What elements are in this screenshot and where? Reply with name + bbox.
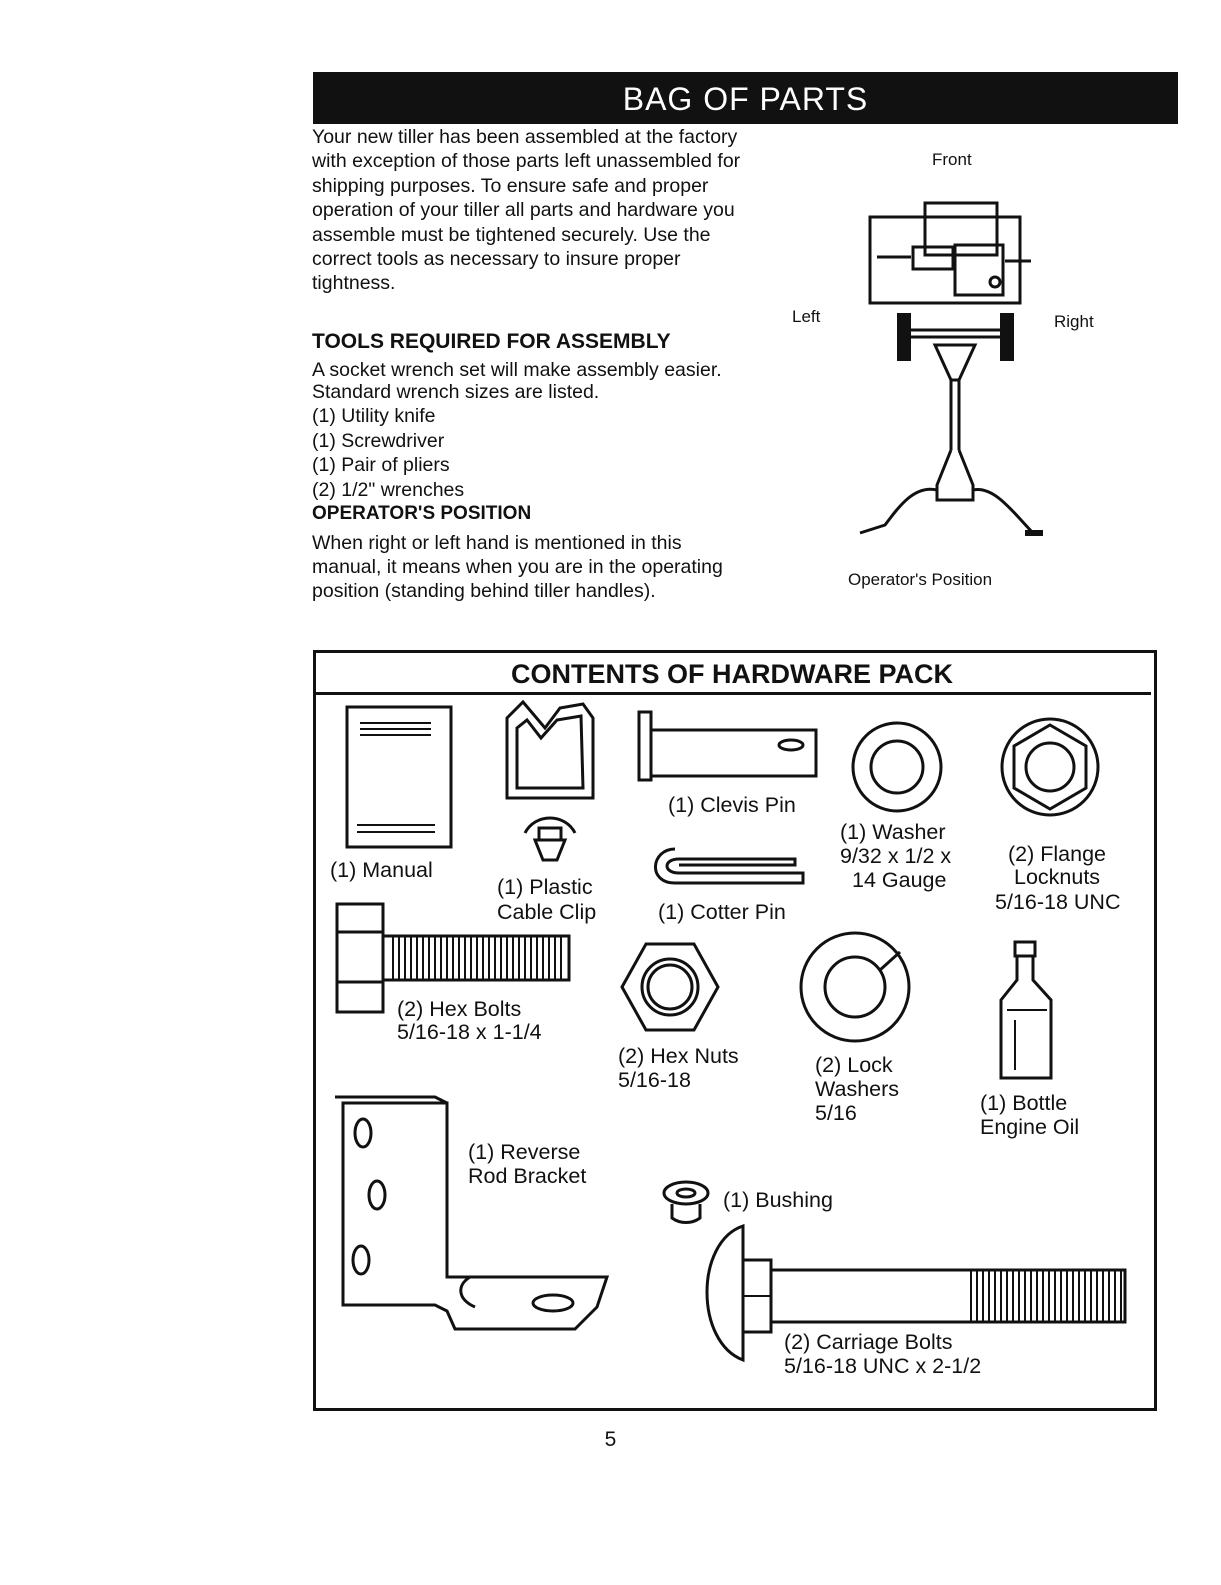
washer-icon — [851, 721, 943, 813]
engine-oil-bottle-icon — [999, 940, 1053, 1080]
list-item: (2) 1/2" wrenches — [312, 478, 465, 501]
hex-nuts-label-2: 5/16-18 — [618, 1068, 691, 1092]
reverse-rod-bracket-label-1: (1) Reverse — [468, 1140, 581, 1164]
washer-label-1: (1) Washer — [840, 820, 946, 844]
hex-bolt-icon — [335, 902, 571, 1014]
tools-heading: TOOLS REQUIRED FOR ASSEMBLY — [312, 330, 671, 353]
page-title: BAG OF PARTS — [622, 81, 869, 117]
clevis-pin-label: (1) Clevis Pin — [668, 793, 796, 817]
lock-washers-label-2: Washers — [815, 1077, 900, 1101]
engine-oil-label-2: Engine Oil — [980, 1115, 1080, 1139]
flange-locknuts-label-3: 5/16-18 UNC — [995, 890, 1121, 914]
diagram-left-label: Left — [792, 307, 821, 326]
cotter-pin-label: (1) Cotter Pin — [658, 900, 786, 924]
lock-washers-label-1: (2) Lock — [815, 1053, 893, 1077]
carriage-bolt-icon — [705, 1223, 1127, 1363]
tiller-diagram-icon — [859, 201, 1043, 537]
cable-clip-label-2: Cable Clip — [497, 900, 597, 924]
hardware-pack-title: CONTENTS OF HARDWARE PACK — [313, 652, 1151, 695]
cable-clip-label-1: (1) Plastic — [497, 875, 593, 899]
engine-oil-label-1: (1) Bottle — [980, 1091, 1068, 1115]
lock-washers-label-3: 5/16 — [815, 1101, 857, 1125]
diagram-right-label: Right — [1054, 312, 1094, 331]
flange-locknut-icon — [1000, 717, 1100, 817]
diagram-front-label: Front — [932, 150, 972, 169]
washer-label-3: 14 Gauge — [852, 868, 947, 892]
tools-intro: A socket wrench set will make assembly e… — [312, 359, 722, 403]
list-item: (1) Screwdriver — [312, 429, 445, 452]
page-number: 5 — [604, 1428, 617, 1451]
cotter-pin-icon — [654, 847, 805, 885]
hex-nut-icon — [620, 942, 720, 1032]
plastic-cable-clip-icon — [505, 699, 595, 862]
reverse-rod-bracket-icon — [335, 1095, 610, 1331]
flange-locknuts-label-1: (2) Flange — [1008, 842, 1106, 866]
manual-icon — [345, 705, 453, 849]
list-item: (1) Pair of pliers — [312, 454, 450, 476]
hex-bolts-label-1: (2) Hex Bolts — [397, 997, 522, 1021]
hardware-pack-box — [313, 650, 1157, 1411]
operator-paragraph: When right or left hand is mentioned in … — [312, 532, 723, 602]
page-banner: BAG OF PARTS — [313, 72, 1178, 124]
lock-washer-icon — [799, 931, 911, 1043]
bushing-icon — [662, 1180, 710, 1224]
operator-heading: OPERATOR'S POSITION — [312, 503, 532, 524]
carriage-bolts-label-2: 5/16-18 UNC x 2-1/2 — [784, 1354, 982, 1378]
flange-locknuts-label-2: Locknuts — [1014, 865, 1101, 889]
intro-paragraph: Your new tiller has been assembled at th… — [312, 126, 741, 295]
hex-nuts-label-1: (2) Hex Nuts — [618, 1044, 739, 1068]
washer-label-2: 9/32 x 1/2 x — [840, 844, 952, 868]
carriage-bolts-label-1: (2) Carriage Bolts — [784, 1330, 953, 1354]
manual-label: (1) Manual — [330, 858, 433, 882]
list-item: (1) Utility knife — [312, 405, 436, 427]
hex-bolts-label-2: 5/16-18 x 1-1/4 — [397, 1020, 542, 1044]
reverse-rod-bracket-label-2: Rod Bracket — [468, 1164, 587, 1188]
tool-list: (1) Utility knife (1) Screwdriver (1) Pa… — [312, 404, 464, 502]
clevis-pin-icon — [637, 710, 818, 782]
diagram-caption: Operator's Position — [848, 570, 993, 589]
bushing-label: (1) Bushing — [723, 1188, 833, 1212]
